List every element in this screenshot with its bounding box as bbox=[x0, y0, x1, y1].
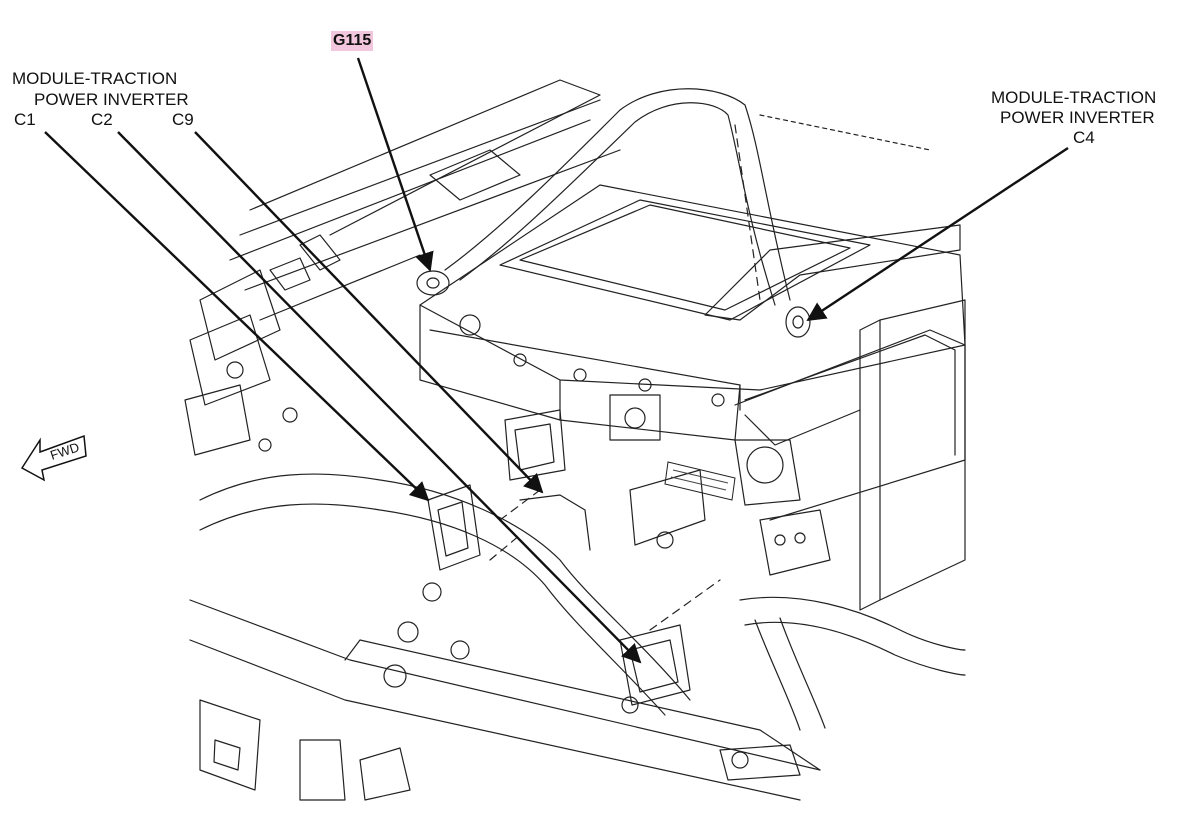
frame-rail bbox=[189, 599, 821, 801]
c1-label: C1 bbox=[14, 110, 36, 129]
connectors bbox=[383, 409, 721, 706]
arrow-c1 bbox=[44, 131, 430, 502]
g115-label: G115 bbox=[331, 31, 374, 51]
harness bbox=[199, 473, 966, 731]
left-module-title-line1: MODULE-TRACTION bbox=[12, 69, 178, 88]
right-module-title-line1: MODULE-TRACTION bbox=[991, 88, 1157, 107]
right-module-title-line2: POWER INVERTER bbox=[1000, 108, 1155, 127]
body-panels bbox=[184, 79, 621, 456]
arrow-c9 bbox=[194, 131, 544, 494]
left-module-title-line2: POWER INVERTER bbox=[34, 90, 189, 109]
fwd-arrow-icon bbox=[20, 434, 87, 482]
ground-cable bbox=[416, 88, 931, 338]
arrow-c2 bbox=[117, 131, 642, 664]
warning-label bbox=[664, 461, 736, 501]
arrow-g115 bbox=[356, 57, 434, 272]
connector-tray bbox=[734, 299, 966, 611]
c2-label: C2 bbox=[91, 110, 113, 129]
c4-label: C4 bbox=[1073, 128, 1095, 147]
c9-label: C9 bbox=[172, 110, 194, 129]
arrow-c4 bbox=[806, 146, 1069, 322]
